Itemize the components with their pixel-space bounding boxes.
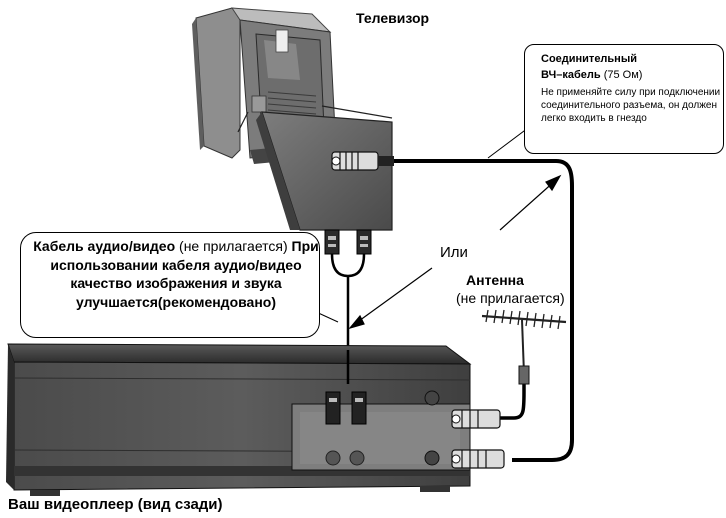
or-label: Или: [440, 244, 468, 261]
av-callout-text: Кабель аудио/видео (не прилагается) При …: [31, 237, 321, 311]
rf-cable-callout: Соединительный ВЧ–кабель (75 Ом) Не прим…: [524, 44, 724, 154]
tv-panel-icon: [256, 111, 394, 255]
tv-icon: [192, 7, 393, 164]
antenna-label: Антенна: [466, 272, 524, 288]
av-plug-icon: [324, 229, 372, 255]
rf-callout-subtitle: ВЧ–кабель (75 Ом): [541, 69, 642, 81]
av-callout-bold-1: Кабель аудио/видео: [33, 238, 176, 254]
player-label: Ваш видеоплеер (вид сзади): [8, 496, 223, 513]
rf-callout-body: Не применяйте силу при подключении соеди…: [541, 87, 721, 124]
tv-label: Телевизор: [356, 10, 430, 26]
av-callout-bold-2: При использовании кабеля аудио/видео кач…: [50, 238, 319, 310]
rf-callout-subtitle-normal: (75 Ом): [600, 69, 643, 81]
vcr-icon: [6, 343, 505, 496]
av-callout-normal: (не прилагается): [175, 238, 292, 254]
rf-callout-subtitle-bold: ВЧ–кабель: [541, 69, 601, 81]
antenna-icon: [481, 309, 567, 385]
av-cable-callout: Кабель аудио/видео (не прилагается) При …: [20, 232, 320, 338]
vcr-av-jacks-icon: [325, 391, 367, 466]
vcr-rf-connectors-icon: [424, 390, 505, 469]
av-cable: [330, 253, 366, 350]
antenna-note: (не прилагается): [456, 290, 565, 306]
rf-callout-title: Соединительный: [541, 53, 637, 65]
rf-cable: [394, 159, 574, 462]
rf-connector-icon: [331, 151, 394, 171]
or-arrows: [348, 174, 562, 330]
antenna-cable: [500, 374, 526, 420]
